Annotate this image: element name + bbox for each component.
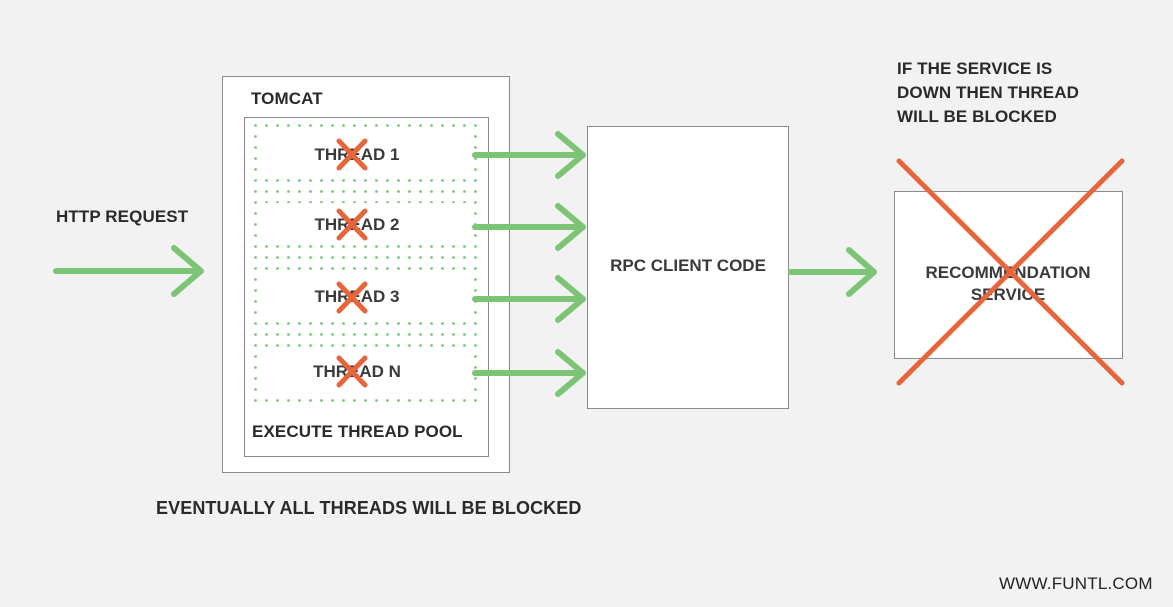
watermark: WWW.FUNTL.COM: [999, 574, 1153, 593]
rpc-client-box: [587, 126, 789, 409]
eventually-blocked-note: EVENTUALLY ALL THREADS WILL BE BLOCKED: [156, 498, 582, 518]
thread-1-label: THREAD 1: [314, 145, 400, 164]
thread-row-2: [262, 203, 474, 245]
thread-2-cross-icon: [336, 208, 368, 241]
thread-3-cross-icon: [336, 281, 368, 314]
thread-1-cross-icon: [336, 138, 368, 171]
thread-pool-label: EXECUTE THREAD POOL: [252, 422, 463, 441]
thread-3-label: THREAD 3: [314, 287, 400, 306]
http-request-label: HTTP REQUEST: [56, 207, 189, 226]
thread-n-arrow: [472, 349, 586, 397]
thread-1-arrow: [472, 131, 586, 179]
thread-3-arrow: [472, 275, 586, 323]
http-request-arrow: [53, 245, 204, 297]
rpc-client-label: RPC CLIENT CODE: [610, 256, 766, 275]
service-down-note-line-2: DOWN THEN THREAD: [897, 83, 1079, 102]
thread-row-3: [262, 275, 474, 317]
thread-row-1: [262, 133, 474, 175]
service-down-cross-icon: [896, 158, 1125, 386]
service-down-note-line-1: IF THE SERVICE IS: [897, 59, 1053, 78]
thread-2-label: THREAD 2: [314, 215, 400, 234]
thread-2-arrow: [472, 203, 586, 251]
thread-n-label: THREAD N: [313, 362, 401, 381]
tomcat-title: TOMCAT: [251, 89, 323, 108]
service-down-note-line-3: WILL BE BLOCKED: [897, 107, 1057, 126]
thread-n-cross-icon: [336, 355, 368, 388]
thread-row-n: [262, 350, 474, 392]
rpc-to-service-arrow: [788, 247, 877, 297]
